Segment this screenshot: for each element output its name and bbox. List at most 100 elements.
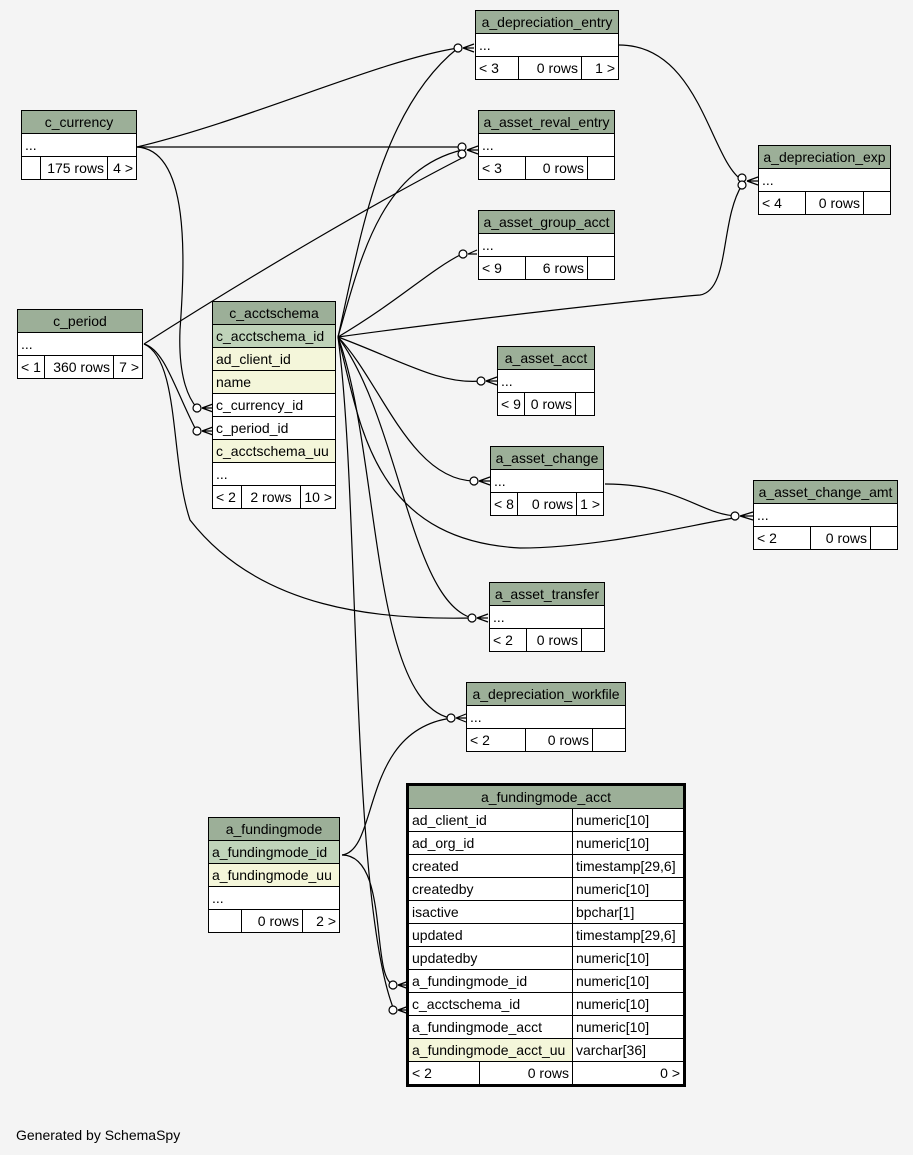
table-title[interactable]: a_asset_transfer [489, 582, 605, 606]
table-a-depreciation-exp[interactable]: a_depreciation_exp ... < 4 0 rows [758, 145, 891, 215]
children-count [592, 728, 626, 752]
column-ad-client-id[interactable]: ad_client_id [212, 347, 336, 371]
table-a-asset-change-amt[interactable]: a_asset_change_amt ... < 2 0 rows [753, 480, 898, 550]
column-type: numeric[10] [571, 831, 686, 855]
children-count: 1 > [581, 56, 619, 80]
table-title[interactable]: c_period [17, 309, 143, 333]
table-title[interactable]: a_asset_group_acct [478, 210, 615, 234]
row-count: 0 rows [525, 728, 593, 752]
table-title[interactable]: c_currency [21, 110, 137, 134]
table-title[interactable]: a_depreciation_entry [475, 10, 619, 34]
row-count: 6 rows [525, 256, 588, 280]
table-a-asset-change[interactable]: a_asset_change ... < 8 0 rows 1 > [490, 446, 604, 516]
parents-count: < 9 [478, 256, 526, 280]
table-a-depreciation-workfile[interactable]: a_depreciation_workfile ... < 2 0 rows [466, 682, 626, 752]
table-a-asset-acct[interactable]: a_asset_acct ... < 9 0 rows [497, 346, 595, 416]
table-a-asset-reval-entry[interactable]: a_asset_reval_entry ... < 3 0 rows [478, 110, 615, 180]
column-c-acctschema-id[interactable]: c_acctschema_id [407, 992, 573, 1016]
column-ellipsis: ... [212, 462, 336, 486]
column-ellipsis: ... [475, 33, 619, 57]
column-created[interactable]: created [407, 854, 573, 878]
row-count: 175 rows [40, 156, 108, 180]
column-ellipsis: ... [478, 133, 615, 157]
row-count: 0 rows [805, 191, 864, 215]
table-title[interactable]: a_asset_change_amt [753, 480, 898, 504]
table-title[interactable]: a_asset_change [490, 446, 604, 470]
row-count: 0 rows [526, 628, 582, 652]
column-type: numeric[10] [571, 992, 686, 1016]
column-ad-org-id[interactable]: ad_org_id [407, 831, 573, 855]
parents-count: < 4 [758, 191, 806, 215]
column-ellipsis: ... [208, 886, 340, 910]
row-count: 0 rows [810, 526, 871, 550]
column-name[interactable]: name [212, 370, 336, 394]
column-ellipsis: ... [478, 233, 615, 257]
column-c-acctschema-uu[interactable]: c_acctschema_uu [212, 439, 336, 463]
children-count [587, 156, 615, 180]
children-count: 10 > [300, 485, 336, 509]
table-a-asset-transfer[interactable]: a_asset_transfer ... < 2 0 rows [489, 582, 605, 652]
column-ellipsis: ... [466, 705, 626, 729]
column-a-fundingmode-id[interactable]: a_fundingmode_id [208, 840, 340, 864]
table-title[interactable]: a_depreciation_exp [758, 145, 891, 169]
parents-count [208, 909, 242, 933]
table-title[interactable]: a_asset_reval_entry [478, 110, 615, 134]
parents-count: < 1 [17, 355, 45, 379]
column-a-fundingmode-uu[interactable]: a_fundingmode_uu [208, 863, 340, 887]
parents-count [21, 156, 41, 180]
parents-count: < 2 [489, 628, 527, 652]
row-count: 2 rows [241, 485, 301, 509]
column-a-fundingmode-acct[interactable]: a_fundingmode_acct [407, 1015, 573, 1039]
column-type: timestamp[29,6] [571, 854, 686, 878]
column-ellipsis: ... [758, 168, 891, 192]
parents-count: < 9 [497, 392, 525, 416]
parents-count: < 3 [478, 156, 526, 180]
table-title[interactable]: c_acctschema [212, 301, 336, 325]
column-a-fundingmode-id[interactable]: a_fundingmode_id [407, 969, 573, 993]
column-c-period-id[interactable]: c_period_id [212, 416, 336, 440]
table-title[interactable]: a_fundingmode [208, 817, 340, 841]
table-a-asset-group-acct[interactable]: a_asset_group_acct ... < 9 6 rows [478, 210, 615, 280]
table-c-period[interactable]: c_period ... < 1 360 rows 7 > [17, 309, 143, 379]
column-ellipsis: ... [497, 369, 595, 393]
column-type: bpchar[1] [571, 900, 686, 924]
children-count: 1 > [576, 492, 604, 516]
children-count [863, 191, 891, 215]
table-title[interactable]: a_depreciation_workfile [466, 682, 626, 706]
column-ad-client-id[interactable]: ad_client_id [407, 808, 573, 832]
column-createdby[interactable]: createdby [407, 877, 573, 901]
table-a-depreciation-entry[interactable]: a_depreciation_entry ... < 3 0 rows 1 > [475, 10, 619, 80]
column-ellipsis: ... [489, 605, 605, 629]
column-type: numeric[10] [571, 808, 686, 832]
table-a-fundingmode[interactable]: a_fundingmode a_fundingmode_id a_funding… [208, 817, 340, 933]
children-count [575, 392, 595, 416]
parents-count: < 2 [212, 485, 242, 509]
children-count: 7 > [113, 355, 143, 379]
column-ellipsis: ... [21, 133, 137, 157]
parents-count: < 3 [475, 56, 519, 80]
column-updated[interactable]: updated [407, 923, 573, 947]
column-updatedby[interactable]: updatedby [407, 946, 573, 970]
children-count: 4 > [107, 156, 137, 180]
column-isactive[interactable]: isactive [407, 900, 573, 924]
row-count: 360 rows [44, 355, 114, 379]
column-c-currency-id[interactable]: c_currency_id [212, 393, 336, 417]
column-a-fundingmode-acct-uu[interactable]: a_fundingmode_acct_uu [407, 1038, 573, 1062]
column-type: numeric[10] [571, 969, 686, 993]
row-count: 0 rows [518, 56, 582, 80]
table-c-acctschema[interactable]: c_acctschema c_acctschema_id ad_client_i… [212, 301, 336, 509]
table-c-currency[interactable]: c_currency ... 175 rows 4 > [21, 110, 137, 180]
column-type: numeric[10] [571, 946, 686, 970]
table-title[interactable]: a_asset_acct [497, 346, 595, 370]
column-type: varchar[36] [571, 1038, 686, 1062]
children-count [587, 256, 615, 280]
parents-count: < 2 [466, 728, 526, 752]
column-ellipsis: ... [17, 332, 143, 356]
column-c-acctschema-id[interactable]: c_acctschema_id [212, 324, 336, 348]
column-type: numeric[10] [571, 1015, 686, 1039]
parents-count: < 8 [490, 492, 518, 516]
table-title[interactable]: a_fundingmode_acct [407, 784, 685, 809]
